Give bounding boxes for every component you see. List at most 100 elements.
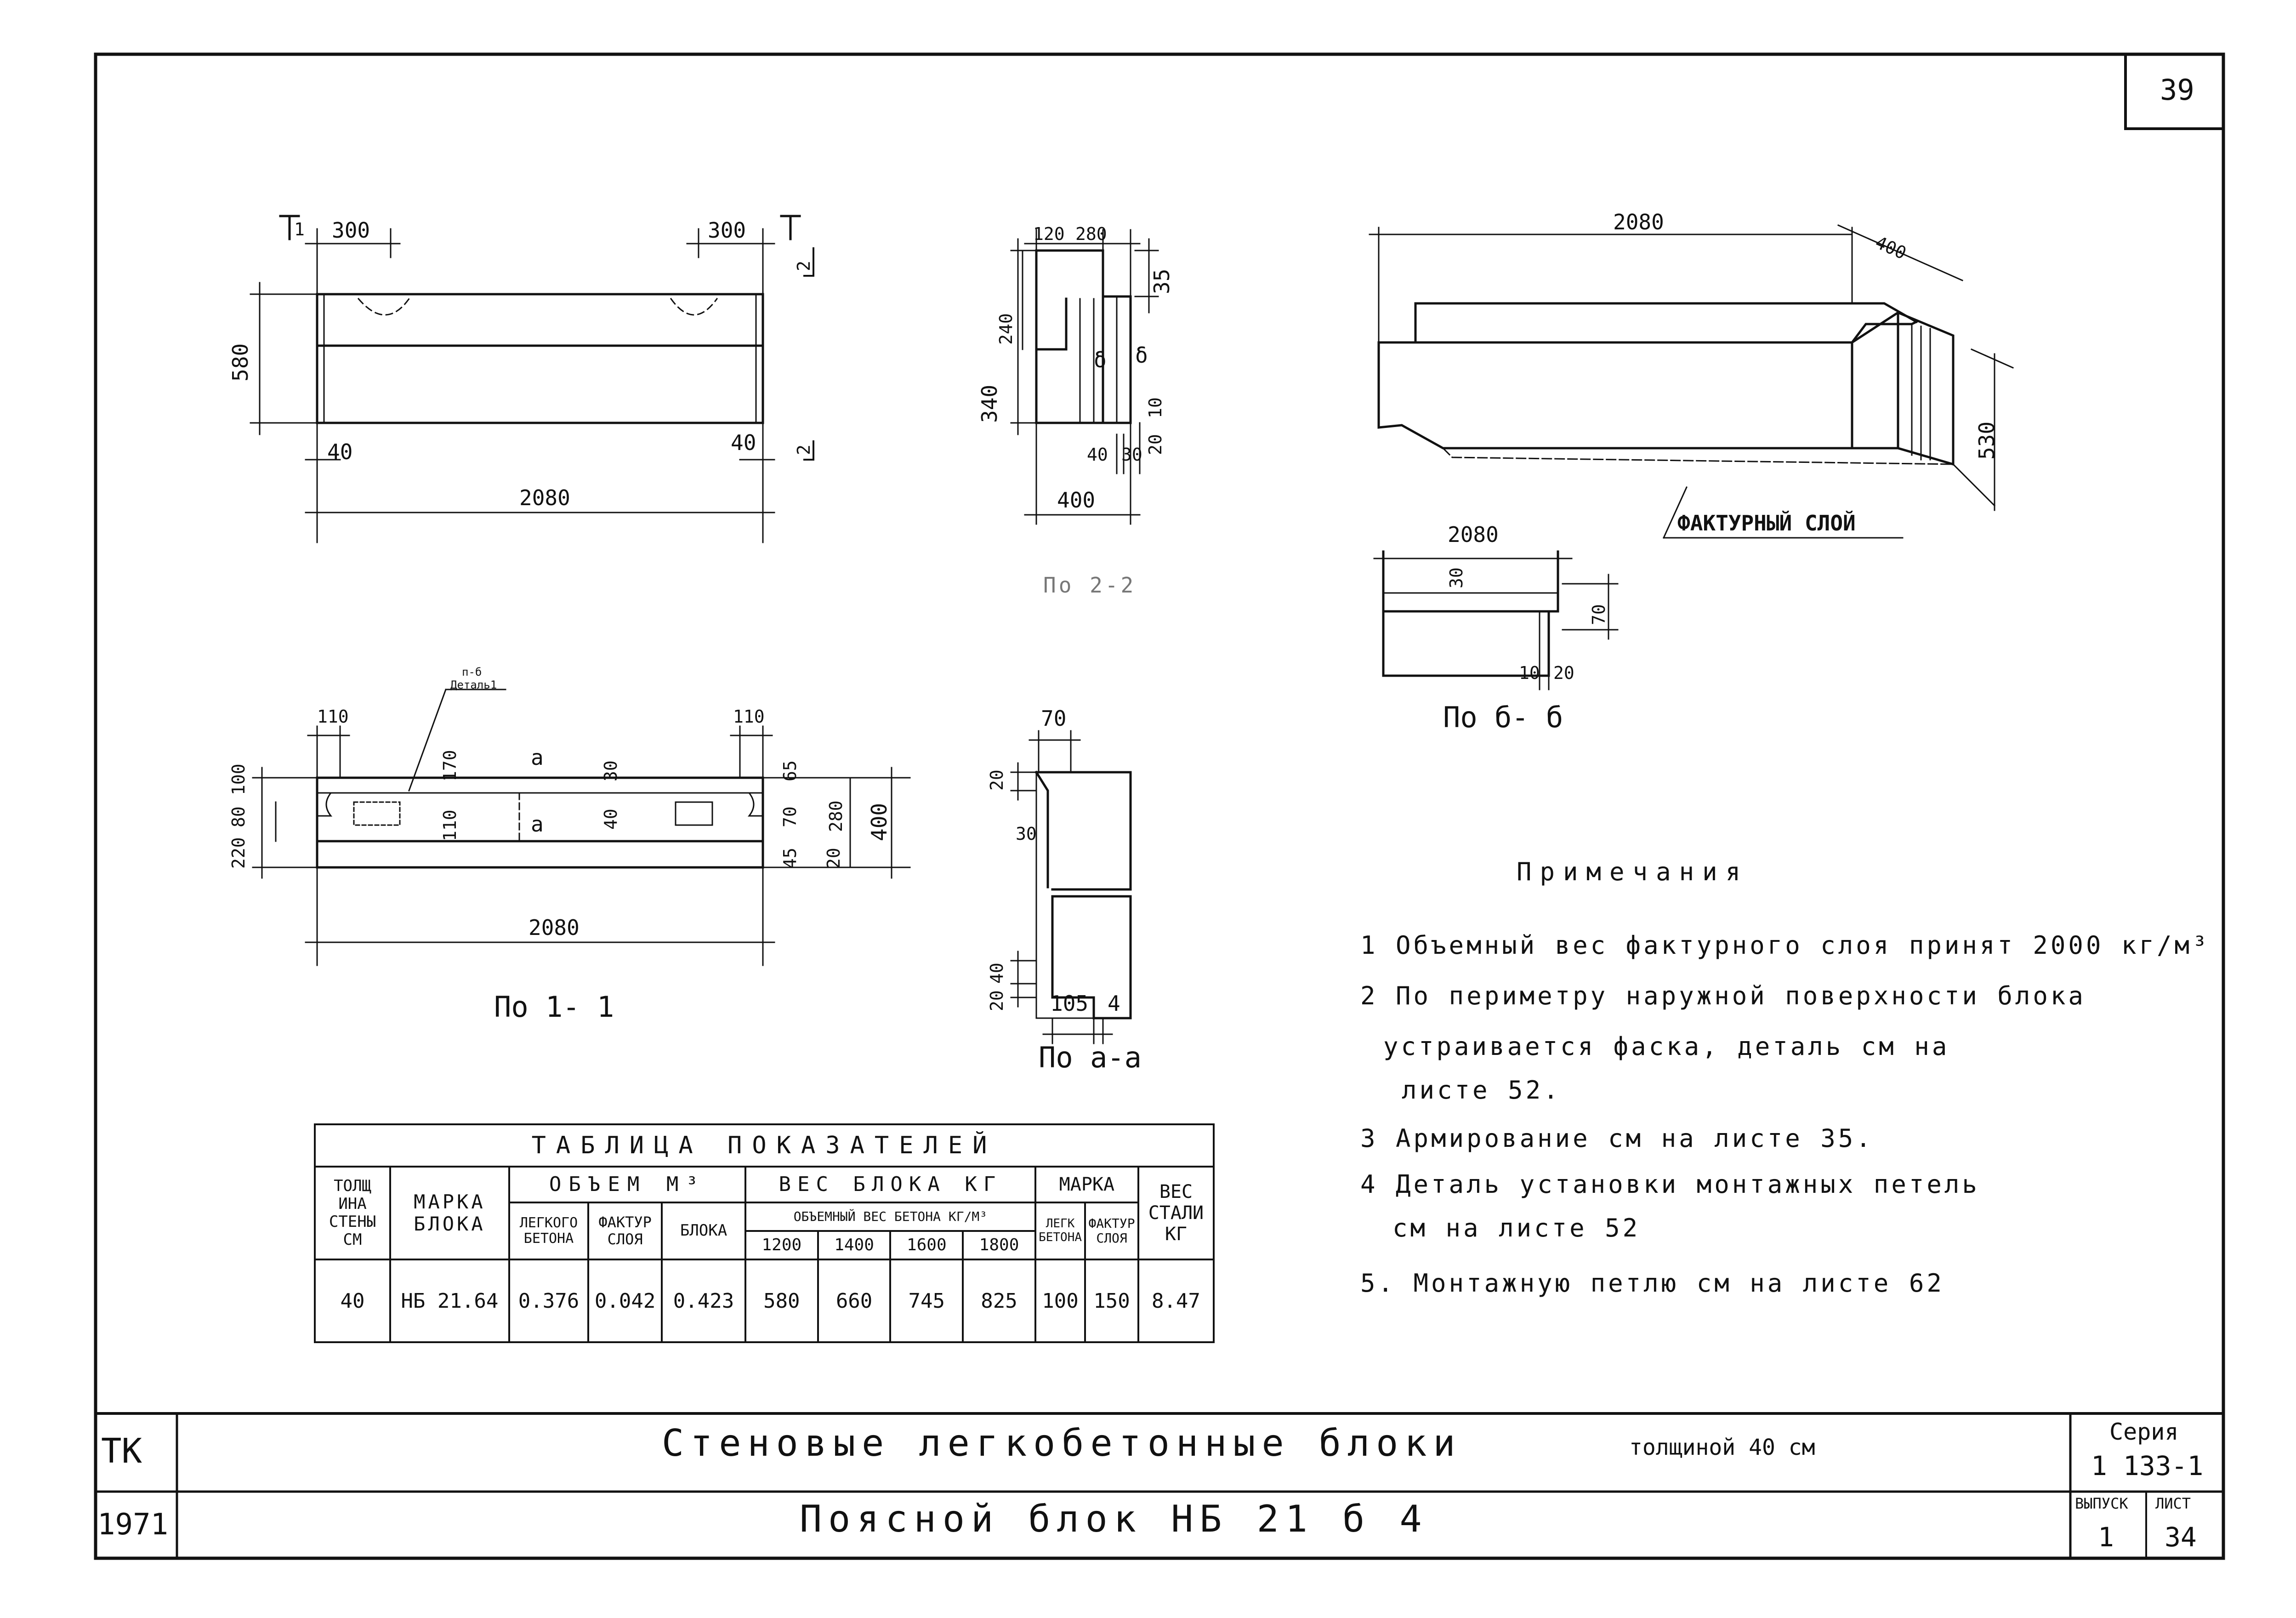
iso-view-lines [1369,224,2014,539]
cell-facing-volume: 0.042 [587,1259,663,1343]
section-a-lines [1010,730,1132,1044]
side-delta-2: δ [1135,343,1148,368]
header-block-weight: ВЕС БЛОКА КГ [744,1166,1036,1203]
section-b-dim-70: 70 [1589,604,1609,625]
sheet-frame [94,52,2225,1560]
section-a-dim-4: 4 [1108,991,1120,1016]
iso-dim-2080: 2080 [1613,210,1664,234]
section-a-dim-20: 20 [987,769,1007,791]
header-block-mark: МАРКА БЛОКА [389,1166,510,1260]
cell-block-volume: 0.423 [661,1259,746,1343]
title-main: Стеновые легкобетонные блоки [662,1422,1462,1464]
sheet-number: 39 [2160,73,2194,107]
note-line-7: см на листе 52 [1392,1214,1641,1242]
note-line-4: листе 52. [1402,1076,1561,1105]
plan-dim-280: 280 [826,800,846,832]
section-a-dim-70: 70 [1041,706,1067,731]
plan-dim-110-right: 110 [733,706,765,727]
issue-value: 1 [2098,1521,2114,1553]
table-title: ТАБЛИЦА ПОКАЗАТЕЛЕЙ [314,1123,1215,1168]
cell-weight-1600: 745 [889,1259,964,1343]
section-mark-1: 1 [294,219,305,239]
iso-dim-530: 530 [1974,421,1999,460]
header-volume: ОБЪЕМ М³ [508,1166,746,1203]
title-sub: Поясной блок НБ 21 б 4 [800,1498,1428,1540]
front-dim-300-left: 300 [332,218,370,243]
plan-dim-400: 400 [867,803,892,841]
cell-steel-weight: 8.47 [1137,1259,1215,1343]
front-dim-40-left: 40 [327,439,353,464]
plan-dim-65: 65 [780,760,800,781]
note-line-6: 4 Деталь установки монтажных петель [1360,1170,1980,1199]
section-b-caption: По б- б [1443,701,1563,734]
side-dim-280: 280 [1075,224,1107,244]
side-dim-35: 35 [1149,268,1174,294]
side-dim-340: 340 [977,384,1002,423]
front-dim-40-right: 40 [731,430,756,455]
plan-dim-45: 45 [780,848,800,869]
cell-weight-1200: 580 [744,1259,819,1343]
title-year: 1971 [97,1508,169,1542]
cell-weight-1400: 660 [817,1259,892,1343]
section-mark-2-bottom: 2 [794,444,814,455]
issue-label: ВЫПУСК [2075,1495,2128,1512]
cell-thickness: 40 [313,1259,392,1343]
cell-weight-1800: 825 [962,1259,1036,1343]
section-a-dim-20b: 20 [987,990,1007,1011]
front-dim-2080: 2080 [519,485,570,510]
section-a-dim-105: 105 [1050,991,1089,1016]
side-dim-10: 10 [1145,397,1165,418]
side-dim-40: 40 [1087,444,1108,465]
header-density-1800: 1800 [962,1230,1036,1260]
facing-layer-callout: ФАКТУРНЫЙ СЛОЙ [1677,511,1856,536]
plan-dim-80: 80 [228,806,249,827]
plan-dim-170: 170 [440,750,460,781]
front-view-lines [250,215,814,543]
header-light-concrete-volume: ЛЕГКОГО БЕТОНА [508,1202,590,1260]
side-delta-1: δ [1094,348,1107,372]
side-dim-30: 30 [1121,444,1142,465]
header-steel-weight: ВЕС СТАЛИ КГ [1137,1166,1215,1260]
section-a-dim-40: 40 [987,963,1007,984]
plan-callout-bottom: Деталь1 [450,678,497,691]
title-org: ТК [101,1431,142,1471]
side-dim-240: 240 [996,313,1016,345]
plan-section-a-top: a [531,745,544,770]
plan-callout-top: п-б [462,666,482,678]
header-density-1400: 1400 [817,1230,892,1260]
sheet-label: ЛИСТ [2155,1495,2191,1512]
header-grade: МАРКА [1034,1166,1139,1203]
front-dim-300-right: 300 [708,218,746,243]
header-wall-thickness: ТОЛЩ ИНА СТЕНЫ СМ [313,1166,392,1260]
cell-light-volume: 0.376 [508,1259,590,1343]
plan-dim-220: 220 [228,837,249,869]
note-line-8: 5. Монтажную петлю см на листе 62 [1360,1269,1944,1298]
header-block-volume: БЛОКА [661,1202,746,1260]
front-dim-580: 580 [228,343,253,382]
side-dim-20: 20 [1145,434,1165,455]
header-density-1600: 1600 [889,1230,964,1260]
plan-section-a-bottom: a [531,812,544,837]
plan-caption: По 1- 1 [494,990,614,1024]
series-value: 1 133-1 [2091,1450,2204,1481]
plan-dim-30: 30 [601,760,621,781]
notes-title: Примечания [1517,857,1749,886]
header-density-1200: 1200 [744,1230,819,1260]
plan-dim-100: 100 [228,763,249,795]
header-grade-facing: ФАКТУР СЛОЯ [1084,1202,1139,1260]
series-label: Серия [2109,1419,2179,1445]
note-line-3: устраивается фаска, деталь см на [1383,1032,1950,1061]
plan-dim-70: 70 [780,806,800,827]
side-view-lines [1010,229,1159,525]
title-main-suffix: толщиной 40 см [1629,1435,1815,1460]
plan-dim-40: 40 [601,809,621,830]
side-dim-120: 120 [1033,224,1065,244]
plan-view-lines [252,689,911,966]
side-view-caption: По 2-2 [1043,573,1137,598]
header-grade-light: ЛЕГК БЕТОНА [1034,1202,1086,1260]
side-dim-400: 400 [1057,488,1096,513]
section-a-caption: По a-a [1039,1041,1142,1074]
indicators-table: ТАБЛИЦА ПОКАЗАТЕЛЕЙ ТОЛЩ ИНА СТЕНЫ СМ МА… [313,1123,1215,1343]
cell-grade-facing: 150 [1084,1259,1139,1343]
